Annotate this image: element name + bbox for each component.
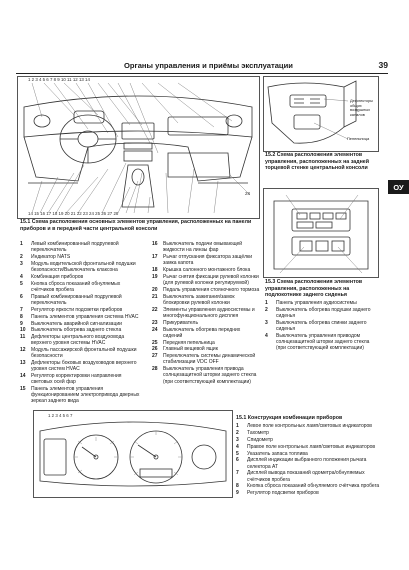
side-callout-number: 28 (245, 191, 250, 196)
figure-15-2-caption: 15.2 Схема расположения элементов управл… (265, 152, 369, 172)
bottom-callout-numbers: 14 15 16 17 18 19 20 21 22 23 24 25 26 2… (28, 211, 119, 216)
deflectors-label: Дефлекторы общих воздушных каналов (350, 98, 373, 117)
page-title: Органы управления и приёмы эксплуатации (124, 61, 293, 70)
figure-15-4-caption: 15.1 Конструкция комбинации приборов (236, 415, 343, 421)
page-number: 39 (378, 60, 388, 70)
section-tab: ОУ (388, 180, 409, 194)
ashtray-label: Пепельница (347, 136, 370, 141)
figure-15-1-caption: 15.1 Схема расположения основных элемент… (20, 219, 252, 232)
dashboard-figure: 1 2 3 4 5 6 7 8 9 10 11 12 13 14 14 15 1… (17, 76, 260, 219)
rear-console-drawing (267, 80, 357, 144)
armrest-drawing (273, 194, 369, 274)
figure-15-3-caption: 15.3 Схема расположения элементов управл… (265, 279, 363, 299)
dashboard-drawing (23, 82, 253, 214)
armrest-figure (263, 188, 379, 278)
rear-console-figure: Дефлекторы общих воздушных каналов Пепел… (263, 76, 379, 152)
page-header: Органы управления и приёмы эксплуатации … (16, 60, 388, 74)
cluster-callout-numbers: 1 2 3 4 5 6 7 (48, 413, 73, 418)
top-callout-numbers: 1 2 3 4 5 6 7 8 9 10 11 12 13 14 (28, 77, 90, 82)
instrument-cluster-drawing (39, 421, 227, 487)
instrument-cluster-figure: 1 2 3 4 5 6 7 (33, 410, 233, 498)
